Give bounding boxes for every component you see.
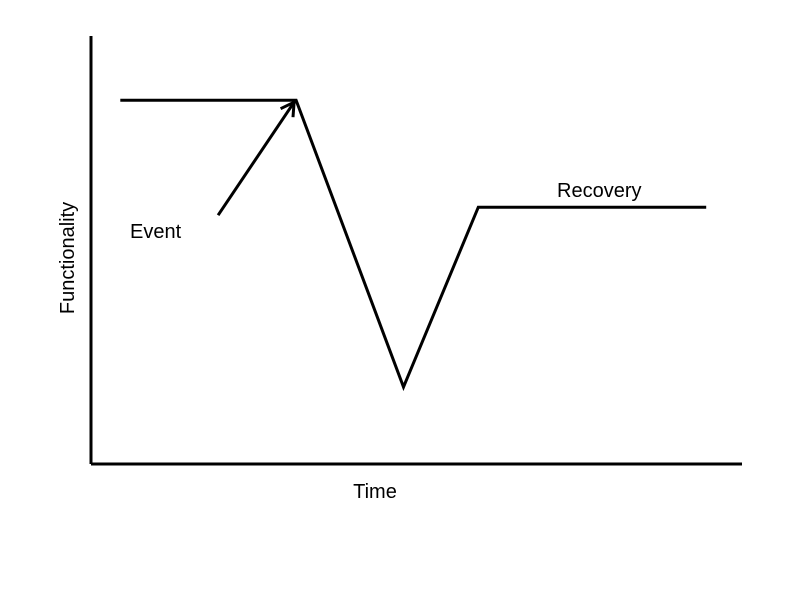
event-annotation: Event [130, 221, 182, 243]
event-arrow [216, 101, 296, 217]
functionality-line [120, 98, 707, 392]
recovery-annotation: Recovery [557, 180, 641, 202]
y-axis-label: Functionality [57, 202, 79, 314]
x-axis-label: Time [353, 481, 397, 503]
event-arrowhead [279, 99, 296, 118]
